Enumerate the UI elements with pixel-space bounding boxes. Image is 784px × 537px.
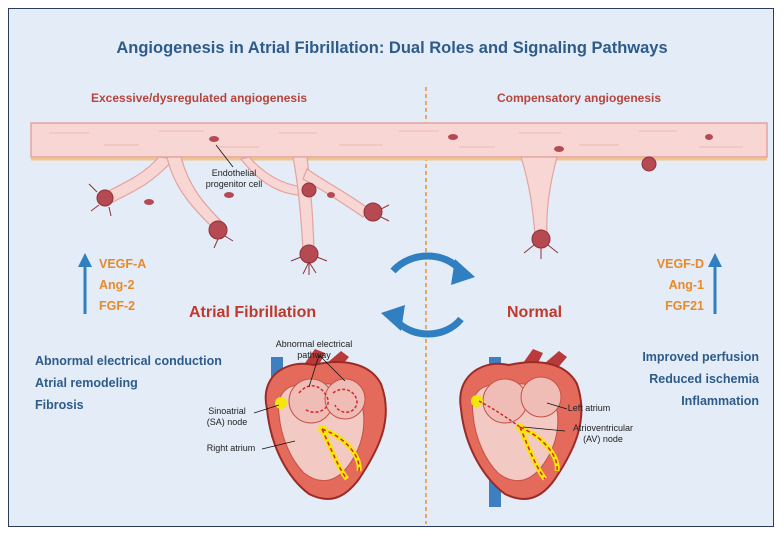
heart-af-illustration [264,349,387,500]
left-factor-list: VEGF-A Ang-2 FGF-2 [99,254,146,317]
effect-fibrosis: Fibrosis [35,398,84,412]
epc-label: Endothelial progenitor cell [189,168,279,190]
left-effects-list: Abnormal electrical conduction Atrial re… [35,350,222,416]
av-node-line2: (AV) node [583,434,623,444]
right-section-heading: Compensatory angiogenesis [497,91,662,105]
angiogenic-sprouts-right [520,156,558,235]
sa-node-line1: Sinoatrial [208,406,246,416]
abnormal-pathway-label: Abnormal electrical pathway [259,339,369,361]
abnormal-pathway-line2: pathway [297,350,331,360]
factor-ang-1: Ang-1 [668,278,704,292]
endothelial-progenitor-cells [144,134,713,205]
effect-improved-perfusion: Improved perfusion [642,350,759,364]
right-factor-list: VEGF-D Ang-1 FGF21 [652,254,704,317]
factor-fgf21: FGF21 [665,299,704,313]
av-node-line1: Atrioventricular [572,423,634,433]
left-atrium-label: Left atrium [567,403,611,413]
cycle-arrows-icon [390,252,464,338]
figure-frame: Angiogenesis in Atrial Fibrillation: Dua… [8,8,774,527]
sa-node-label: Sinoatrial (SA) node [199,406,255,428]
factor-vegf-a: VEGF-A [99,257,147,271]
left-section-heading: Excessive/dysregulated angiogenesis [91,91,308,105]
effect-inflammation: Inflammation [681,394,759,408]
factor-ang-2: Ang-2 [99,278,135,292]
sa-node-line2: (SA) node [206,417,248,427]
state-normal: Normal [507,304,563,321]
effect-reduced-ischemia: Reduced ischemia [649,372,759,386]
factor-fgf-2: FGF-2 [99,299,136,313]
illustration-layer [30,87,768,524]
heart-normal-illustration [459,349,583,507]
tip-cells [96,156,657,264]
factor-vegf-d: VEGF-D [656,257,704,271]
angiogenic-sprouts-left [103,156,370,250]
epc-pointer [215,144,234,168]
right-atrium-label: Right atrium [206,443,256,453]
effect-atrial-remodeling: Atrial remodeling [35,376,138,390]
effect-abnormal-conduction: Abnormal electrical conduction [35,354,222,368]
state-atrial-fibrillation: Atrial Fibrillation [189,304,317,321]
figure-title: Angiogenesis in Atrial Fibrillation: Dua… [116,39,668,57]
right-effects-list: Improved perfusion Reduced ischemia Infl… [609,346,759,412]
epc-label-line1: Endothelial [211,168,257,178]
av-node-label: Atrioventricular (AV) node [565,423,641,445]
blood-vessel [30,122,768,161]
up-arrow-left [78,253,92,314]
abnormal-pathway-line1: Abnormal electrical [275,339,353,349]
epc-label-line2: progenitor cell [205,179,263,189]
up-arrow-right [708,253,722,314]
